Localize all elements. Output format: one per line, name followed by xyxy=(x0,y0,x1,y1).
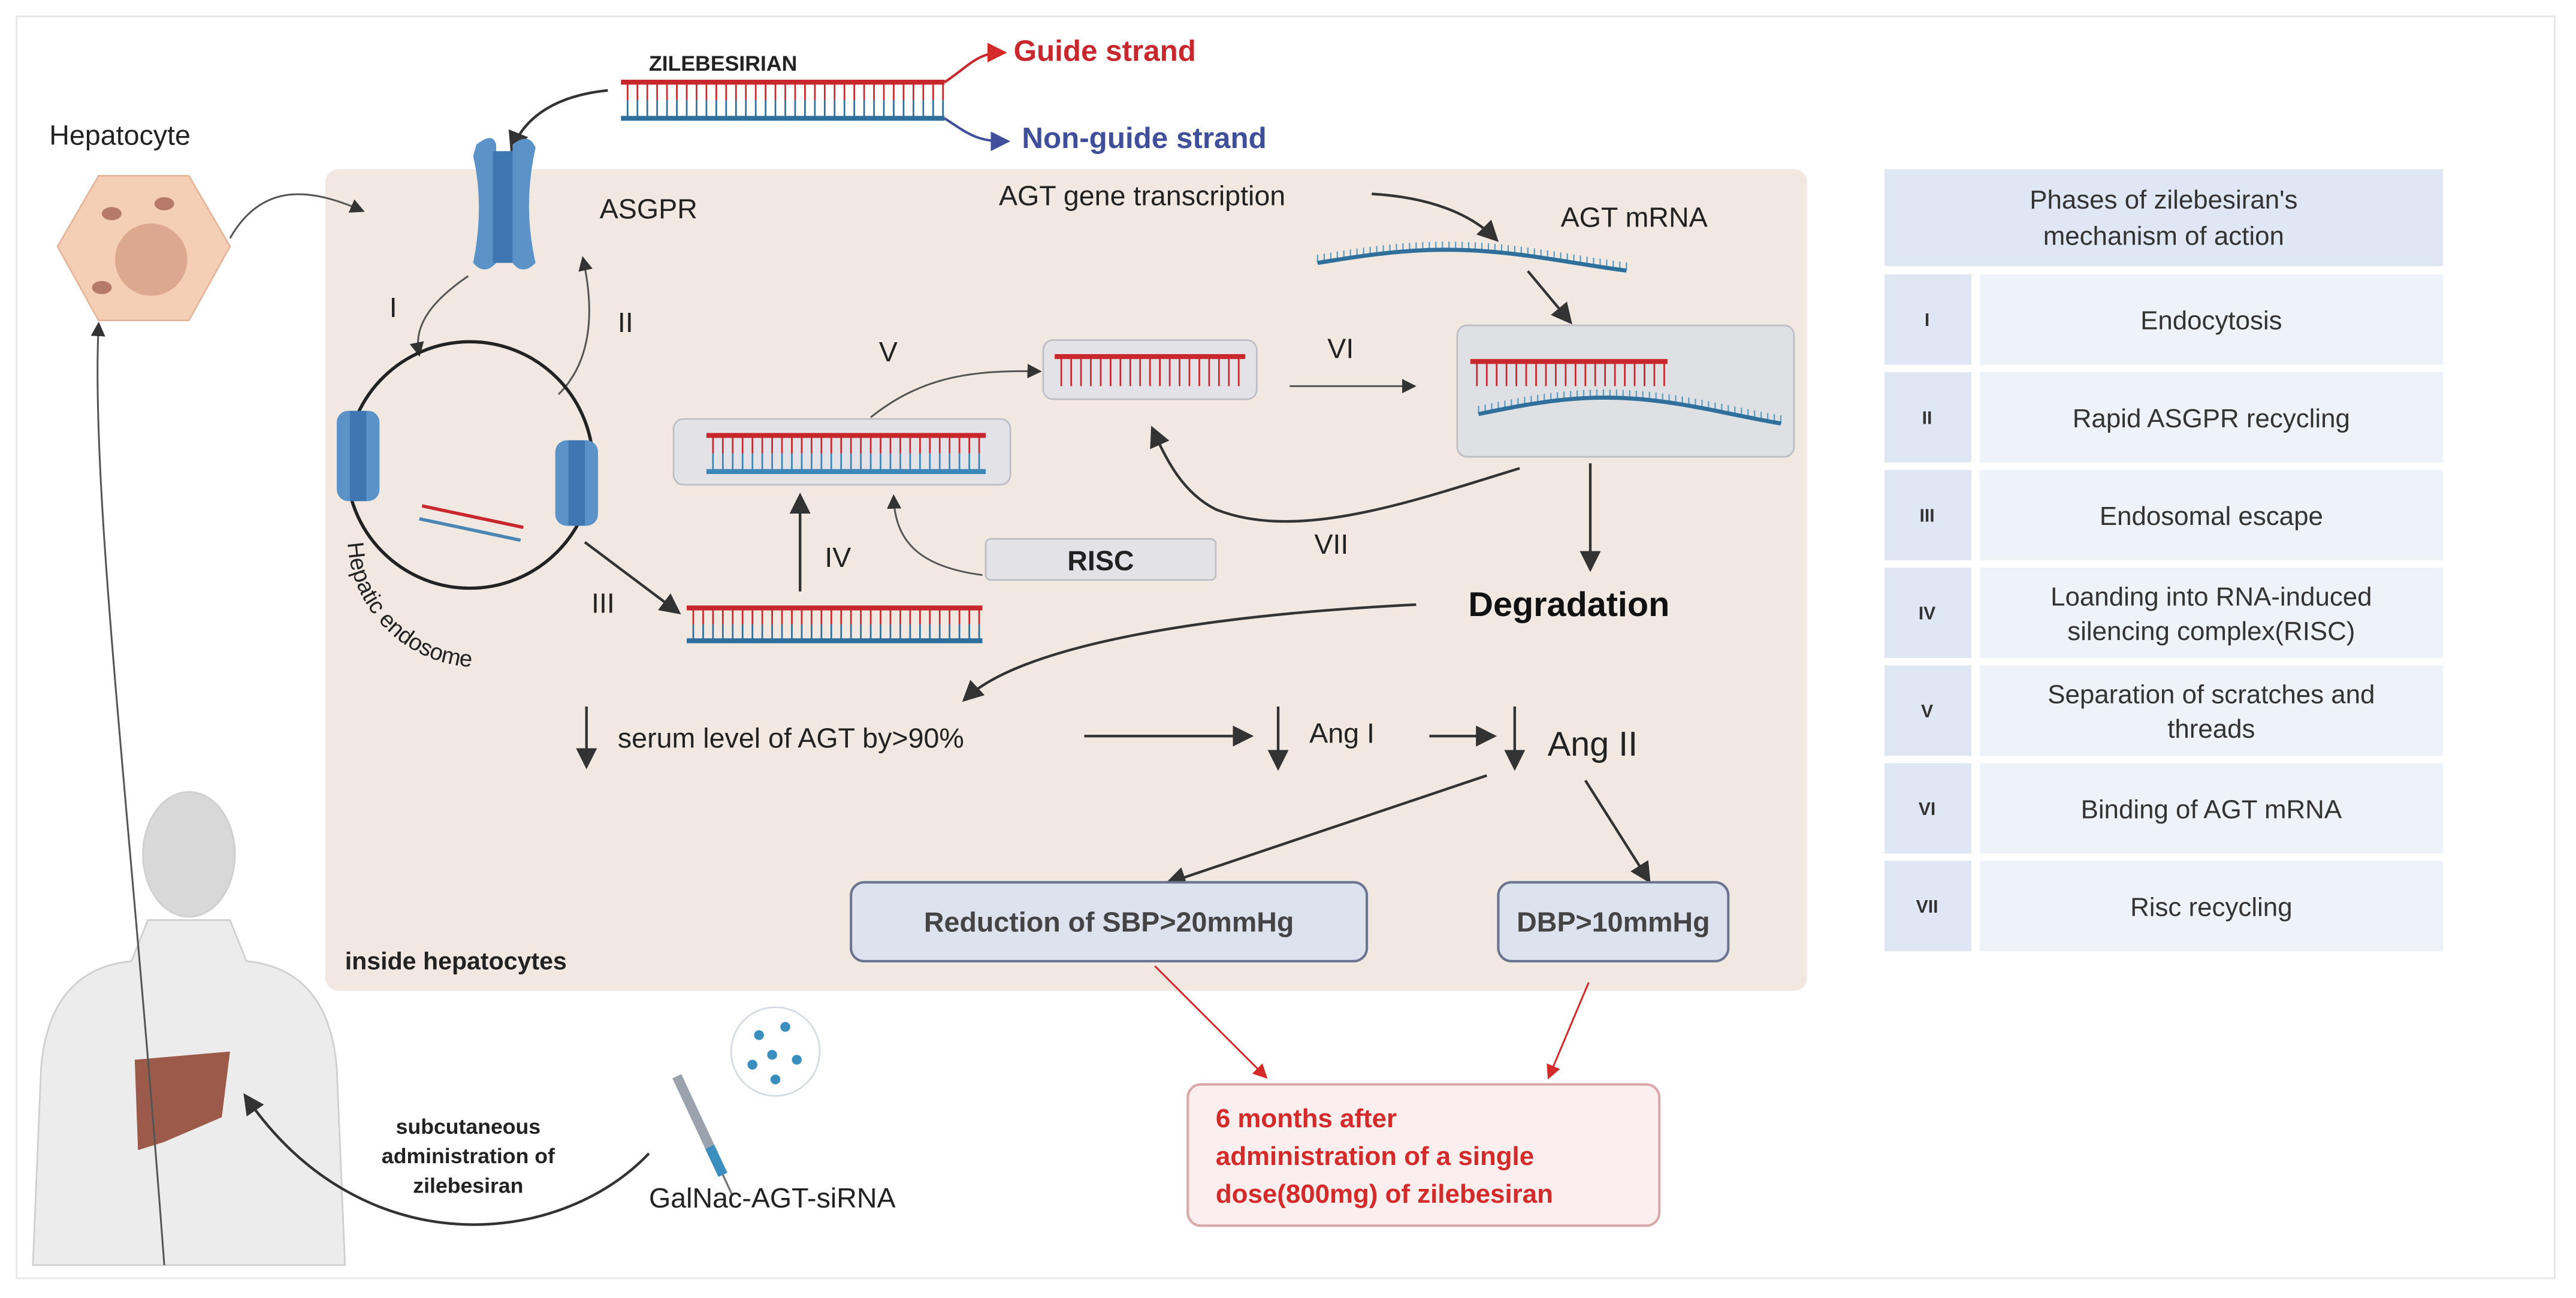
arrow-risc-to-complex xyxy=(887,494,983,576)
table-header-line-2: mechanism of action xyxy=(2043,222,2284,251)
phase-number: I xyxy=(1925,310,1929,330)
arrow-liver-to-hepatocyte xyxy=(90,321,165,1266)
step-6-label: VI xyxy=(1327,333,1354,364)
drug-name: ZILEBESIRIAN xyxy=(649,52,797,76)
non-guide-strand-label: Non-guide strand xyxy=(1022,122,1266,155)
arrow-transcription xyxy=(1372,192,1499,242)
outcome-line-1: 6 months after xyxy=(1216,1104,1397,1133)
arrow-step-5 xyxy=(870,364,1042,418)
arrow-step-7 xyxy=(1150,425,1520,523)
subcutaneous-line-2: administration of xyxy=(382,1144,555,1168)
arrow-ang2-to-sbp xyxy=(1164,774,1487,888)
hepatocyte-label: Hepatocyte xyxy=(49,119,191,150)
liver-icon xyxy=(134,1051,230,1151)
phase-description: Rapid ASGPR recycling xyxy=(2073,404,2350,433)
phase-number: II xyxy=(1922,408,1932,428)
arrow-step-1 xyxy=(409,275,469,357)
agt-mrna-label: AGT mRNA xyxy=(1561,201,1708,233)
syringe-icon xyxy=(672,1074,734,1197)
table-row: III Endosomal escape xyxy=(1884,470,2443,560)
arrow-drug-to-asgpr xyxy=(508,89,608,153)
table-row: IV Loanding into RNA-induced silencing com… xyxy=(1884,568,2443,659)
sirna-duplex-icon xyxy=(621,79,945,121)
step-4-label: IV xyxy=(825,542,851,573)
serum-agt-label: serum level of AGT by>90% xyxy=(618,723,964,754)
agt-gene-transcription-label: AGT gene transcription xyxy=(999,180,1285,212)
asgpr-label: ASGPR xyxy=(600,194,697,225)
asgpr-receptor-icon xyxy=(473,138,536,270)
arrow-step-2 xyxy=(558,256,593,396)
subcutaneous-line-1: subcutaneous xyxy=(396,1115,541,1139)
phase-description: Separation of scratches and xyxy=(2047,680,2375,709)
table-row: VII Risc recycling xyxy=(1884,861,2443,952)
outcome-line-3: dose(800mg) of zilebesiran xyxy=(1216,1179,1553,1209)
phase-description: threads xyxy=(2167,714,2255,744)
degradation-label: Degradation xyxy=(1468,585,1669,624)
dbp-label: DBP>10mmHg xyxy=(1517,907,1710,938)
risc-duplex-icon xyxy=(706,433,986,475)
dbp-box xyxy=(1497,881,1730,962)
arrow-step-3 xyxy=(584,541,681,615)
galnac-label: GalNac-AGT-siRNA xyxy=(649,1182,896,1214)
risc-label: RISC xyxy=(1067,545,1134,576)
risc-box xyxy=(985,538,1217,581)
endosome-sirna-icon xyxy=(419,504,524,542)
sirna-particles-icon xyxy=(730,1006,821,1097)
table-header xyxy=(1884,169,2443,267)
arrow-hepatocyte-to-panel xyxy=(229,193,365,239)
subcutaneous-line-3: zilebesiran xyxy=(413,1174,523,1198)
table-row: V Separation of scratches and threads xyxy=(1884,665,2443,756)
table-header-line-1: Phases of zilebesiran's xyxy=(2030,185,2297,215)
sbp-label: Reduction of SBP>20mmHg xyxy=(924,907,1294,938)
phase-number: VII xyxy=(1916,897,1938,917)
outcome-box xyxy=(1186,1083,1661,1227)
free-sirna-duplex-icon xyxy=(687,605,983,644)
step-5-label: V xyxy=(879,336,898,367)
guide-strand-icon xyxy=(1055,354,1246,387)
arrow-dbp-to-outcome xyxy=(1547,982,1590,1080)
non-guide-arrow xyxy=(944,117,1011,152)
phase-description: silencing complex(RISC) xyxy=(2067,617,2355,646)
ang2-label: Ang II xyxy=(1548,725,1638,763)
hepatocyte-cell-icon xyxy=(56,175,231,322)
guide-mrna-binding-icon xyxy=(1470,359,1782,425)
guide-arrow xyxy=(944,43,1007,83)
phase-description: Binding of AGT mRNA xyxy=(2081,795,2342,824)
step-1-label: I xyxy=(389,292,397,323)
arrow-ang2-to-dbp xyxy=(1584,780,1651,884)
mrna-binding-box xyxy=(1456,324,1795,458)
sbp-box xyxy=(850,881,1369,962)
step-3-label: III xyxy=(591,588,615,619)
phase-number: III xyxy=(1919,506,1934,526)
phase-number: VI xyxy=(1919,799,1935,819)
table-row: VI Binding of AGT mRNA xyxy=(1884,763,2443,854)
arrow-mrna-to-binding xyxy=(1527,270,1572,325)
table-row: I Endocytosis xyxy=(1884,274,2443,365)
step-7-label: VII xyxy=(1314,529,1348,560)
arrow-injection-to-liver xyxy=(243,1093,650,1226)
ang1-label: Ang I xyxy=(1309,717,1375,748)
table-row: II Rapid ASGPR recycling xyxy=(1884,372,2443,463)
phase-description: Endosomal escape xyxy=(2100,502,2323,531)
outcome-line-2: administration of a single xyxy=(1216,1142,1534,1171)
phase-number: IV xyxy=(1919,604,1935,624)
arrow-degradation-to-serum xyxy=(962,603,1417,702)
phase-description: Loanding into RNA-induced xyxy=(2050,582,2372,611)
inside-hepatocytes-label: inside hepatocytes xyxy=(345,947,567,975)
agt-mrna-icon xyxy=(1316,242,1627,273)
phase-description: Endocytosis xyxy=(2140,306,2282,336)
step-2-label: II xyxy=(618,307,633,338)
guide-strand-label: Guide strand xyxy=(1014,34,1196,67)
phase-description: Risc recycling xyxy=(2130,893,2293,922)
endosome-receptor-icon xyxy=(337,410,598,526)
arrow-sbp-to-outcome xyxy=(1154,965,1268,1079)
phase-number: V xyxy=(1921,702,1933,722)
phases-table: Phases of zilebesiran's mechanism of act… xyxy=(1884,169,2443,952)
